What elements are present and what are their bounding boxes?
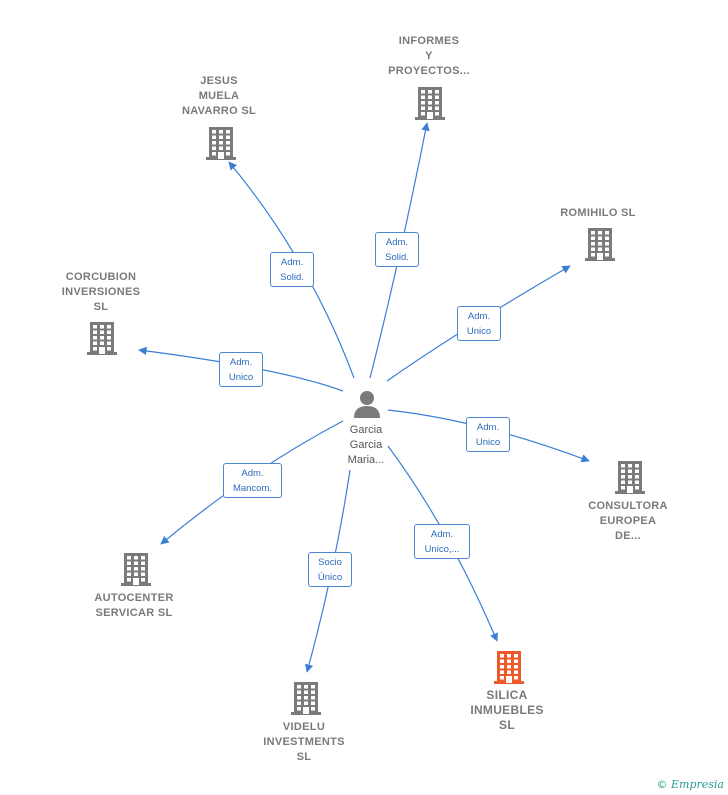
node-label-jesus[interactable]: JESUS MUELA NAVARRO SL: [181, 75, 257, 117]
building-icon[interactable]: [414, 85, 446, 121]
node-label-informes[interactable]: INFORMES Y PROYECTOS...: [388, 35, 470, 77]
node-label-corcubion[interactable]: CORCUBION INVERSIONES SL: [61, 271, 141, 313]
role-badge-corcubion[interactable]: Adm.Unico: [219, 352, 263, 387]
building-icon[interactable]: [120, 551, 152, 587]
role-badge-informes[interactable]: Adm.Solid.: [375, 232, 419, 267]
building-icon[interactable]: [205, 125, 237, 161]
node-label-consultora[interactable]: CONSULTORA EUROPEA DE...: [588, 500, 668, 542]
building-icon[interactable]: [290, 680, 322, 716]
building-icon[interactable]: [614, 459, 646, 495]
node-label-autocenter[interactable]: AUTOCENTER SERVICAR SL: [94, 592, 174, 619]
role-badge-autocenter[interactable]: Adm.Mancom.: [223, 463, 282, 498]
role-badge-silica[interactable]: Adm.Unico,...: [414, 524, 470, 559]
role-badge-romihilo[interactable]: Adm.Unico: [457, 306, 501, 341]
copyright-icon: ©: [656, 778, 668, 791]
person-icon[interactable]: [351, 388, 383, 420]
node-label-videlu[interactable]: VIDELU INVESTMENTS SL: [263, 721, 345, 763]
person-name[interactable]: Garcia Garcia Maria...: [347, 424, 385, 466]
building-icon[interactable]: [86, 320, 118, 356]
building-icon[interactable]: [584, 226, 616, 262]
role-badge-consultora[interactable]: Adm.Unico: [466, 417, 510, 452]
brand-logo: Empresia: [671, 778, 724, 791]
role-badge-jesus[interactable]: Adm.Solid.: [270, 252, 314, 287]
node-label-romihilo[interactable]: ROMIHILO SL: [560, 207, 636, 219]
node-label-silica[interactable]: SILICA INMUEBLES SL: [470, 688, 544, 732]
copyright-footer[interactable]: © Empresia: [657, 778, 725, 791]
building-icon-highlight[interactable]: [493, 649, 525, 685]
